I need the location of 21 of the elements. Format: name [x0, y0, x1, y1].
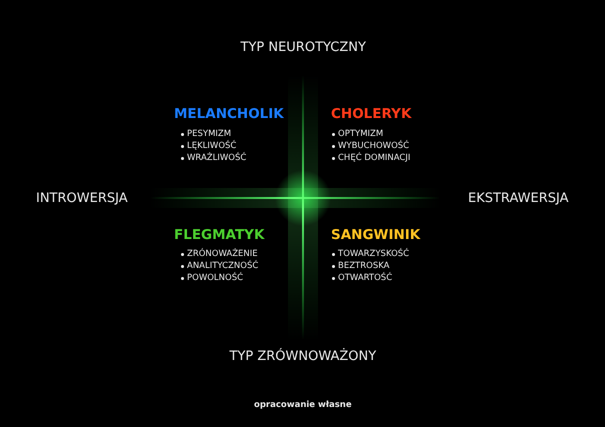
temperament-heading: MELANCHOLIK — [174, 106, 284, 122]
temperament-heading: SANGWINIK — [331, 227, 420, 243]
trait-list-item: TOWARZYSKOŚĆ — [338, 249, 410, 259]
trait-list-item: WRAŻLIWOŚĆ — [187, 153, 246, 163]
trait-list-item: PESYMIZM — [187, 129, 232, 139]
temperament-heading: CHOLERYK — [331, 106, 412, 122]
temperament-heading: FLEGMATYK — [174, 227, 264, 243]
trait-list-item: OTWARTOŚĆ — [338, 273, 392, 283]
trait-list-item: LĘKLIWOŚĆ — [187, 141, 236, 151]
source-caption: opracowanie własne — [254, 400, 352, 410]
trait-list-item: ZRÓNOWAŻENIE — [187, 249, 258, 259]
trait-list-item: WYBUCHOWOŚĆ — [338, 141, 410, 151]
trait-list-item: POWOLNOŚĆ — [187, 273, 244, 283]
trait-list-item: ANALITYCZNOŚĆ — [187, 261, 258, 271]
trait-list-item: OPTYMIZM — [338, 129, 384, 139]
trait-list-item: BEZTROSKA — [338, 261, 390, 271]
axis-label: TYP ZRÓWNOWAŻONY — [230, 349, 376, 364]
axis-label: TYP NEUROTYCZNY — [240, 40, 366, 55]
axis-label: INTROWERSJA — [36, 191, 128, 206]
trait-list-item: CHĘĆ DOMINACJI — [338, 153, 410, 163]
axis-label: EKSTRAWERSJA — [468, 191, 568, 206]
